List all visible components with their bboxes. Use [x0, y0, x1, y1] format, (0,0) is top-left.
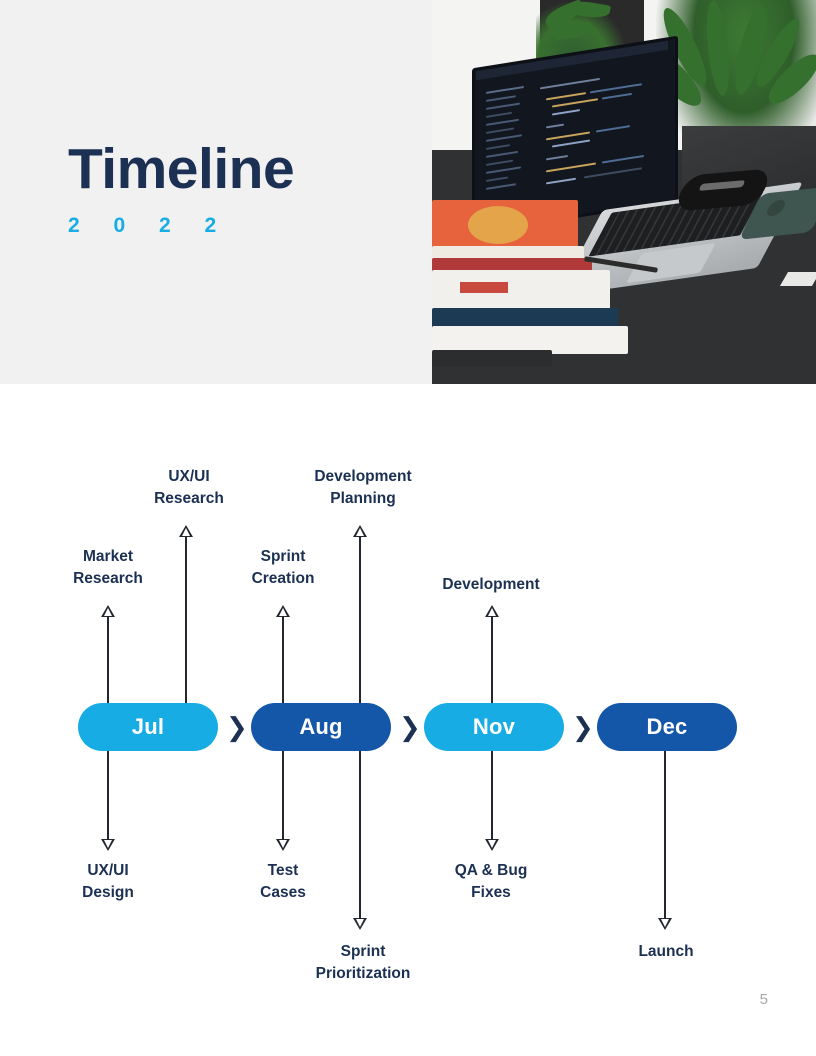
arrow-up-development-planning: [353, 525, 367, 537]
connector-development: [491, 617, 493, 703]
book-navy: [432, 308, 618, 330]
label-market-research: Market Research: [73, 548, 143, 588]
arrow-down-test-cases: [276, 839, 290, 851]
chevron-separator-1: ❯: [226, 713, 248, 743]
book-red: [432, 258, 592, 272]
book-orange-emblem: [468, 206, 528, 244]
connector-qa-bug-fixes: [491, 751, 493, 839]
connector-launch: [664, 751, 666, 918]
arrow-down-qa-bug-fixes: [485, 839, 499, 851]
stage-pill-nov[interactable]: Nov: [424, 703, 564, 751]
timeline-diagram: Jul ❯ Market Research UX/UI Research UX/…: [0, 384, 816, 1056]
arrow-up-sprint-creation: [276, 605, 290, 617]
connector-test-cases: [282, 751, 284, 839]
connector-market-research: [107, 617, 109, 703]
arrow-down-uxui-design: [101, 839, 115, 851]
page-number: 5: [759, 991, 768, 1008]
chevron-separator-2: ❯: [399, 713, 421, 743]
book-white-title: [460, 282, 508, 293]
header-photo: [432, 0, 816, 384]
label-sprint-prioritization: Sprint Prioritization: [315, 943, 411, 983]
label-test-cases: Test Cases: [260, 862, 306, 902]
book-white: [432, 270, 610, 312]
page-title: Timeline: [68, 137, 295, 201]
book-cream: [432, 326, 628, 354]
arrow-up-development: [485, 605, 499, 617]
label-uxui-design: UX/UI Design: [82, 862, 134, 902]
label-qa-bug-fixes: QA & Bug Fixes: [454, 862, 528, 902]
label-uxui-research: UX/UI Research: [154, 468, 224, 508]
connector-development-planning: [359, 537, 361, 703]
stage-pill-jul[interactable]: Jul: [78, 703, 218, 751]
label-development-planning: Development Planning: [314, 468, 412, 508]
connector-sprint-creation: [282, 617, 284, 703]
book-dark: [432, 350, 552, 366]
desk-paper: [779, 272, 816, 286]
page-year: 2 0 2 2: [68, 213, 231, 237]
arrow-up-uxui-research: [179, 525, 193, 537]
arrow-down-launch: [658, 918, 672, 930]
stage-pill-dec[interactable]: Dec: [597, 703, 737, 751]
connector-sprint-prioritization: [359, 751, 361, 918]
connector-uxui-research: [185, 537, 187, 703]
title-block: Timeline 2 0 2 2: [68, 137, 428, 238]
arrow-down-sprint-prioritization: [353, 918, 367, 930]
label-sprint-creation: Sprint Creation: [251, 548, 315, 588]
stage-pill-aug[interactable]: Aug: [251, 703, 391, 751]
chevron-separator-3: ❯: [572, 713, 594, 743]
label-development: Development: [442, 576, 540, 593]
book-pages-1: [432, 246, 584, 260]
arrow-up-market-research: [101, 605, 115, 617]
connector-uxui-design: [107, 751, 109, 839]
label-launch: Launch: [638, 943, 694, 960]
